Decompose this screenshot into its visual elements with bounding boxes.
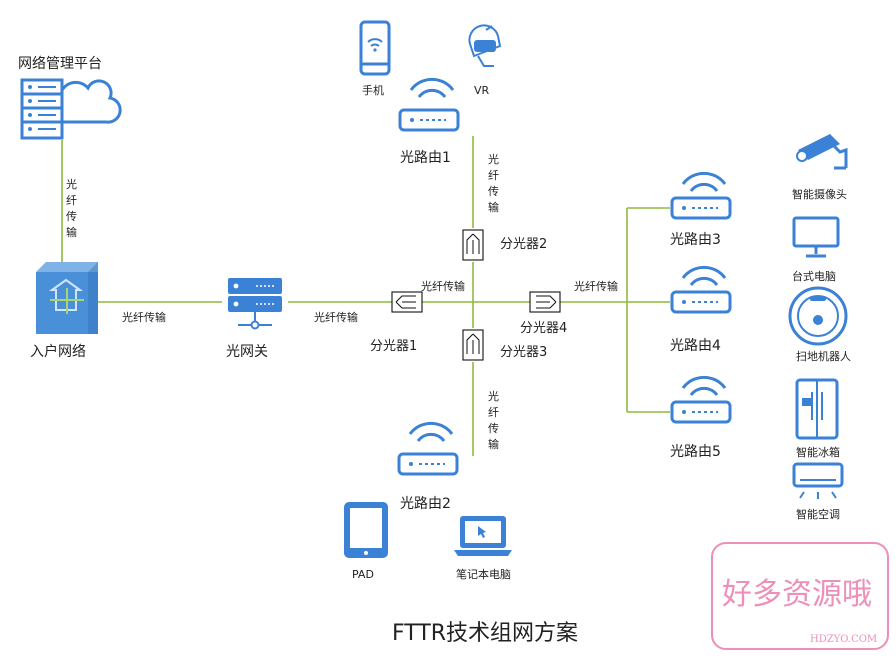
splitter3-label: 分光器3	[500, 345, 547, 360]
fiber-label-bottom-1: 光	[488, 389, 499, 403]
fiber-label-vertical-left-4: 输	[66, 225, 77, 239]
splitter4-icon	[529, 291, 561, 313]
fiber-label-vertical-left-3: 传	[66, 210, 77, 223]
desktop-label: 台式电脑	[792, 269, 836, 283]
robot-vacuum-icon	[788, 286, 848, 346]
fiber-label-bottom-4: 输	[488, 437, 499, 451]
watermark-text: 好多资源哦	[722, 577, 872, 612]
router4-label: 光路由4	[670, 338, 721, 354]
fiber-links	[61, 136, 670, 456]
router3-icon	[670, 171, 732, 220]
fiber-label-vertical-left-1: 光	[66, 177, 77, 191]
fiber-label-bottom-3: 传	[488, 422, 499, 435]
splitter3-icon	[462, 329, 484, 361]
splitter2-icon	[462, 229, 484, 261]
splitter2-label: 分光器2	[500, 237, 547, 252]
watermark-stamp: 好多资源哦 HDZYO.COM	[711, 542, 889, 650]
fiber-label-splitter4-bus: 光纤传输	[574, 279, 618, 293]
fiber-label-top-3: 传	[488, 185, 499, 198]
router5-label: 光路由5	[670, 444, 721, 460]
robot-vacuum-label: 扫地机器人	[796, 349, 851, 363]
fiber-label-entry-gateway: 光纤传输	[122, 310, 166, 324]
desktop-icon	[792, 216, 840, 258]
router3-label: 光路由3	[670, 232, 721, 248]
vr-headset-icon	[468, 24, 502, 67]
pad-icon	[344, 502, 388, 558]
fiber-label-top-4: 输	[488, 200, 499, 214]
fiber-label-bottom-2: 纤	[488, 406, 499, 419]
splitter1-label: 分光器1	[370, 339, 417, 354]
pad-label: PAD	[352, 568, 374, 581]
laptop-label: 笔记本电脑	[456, 567, 511, 581]
gateway-icon	[228, 278, 282, 330]
splitter1-icon	[391, 291, 423, 313]
platform-label: 网络管理平台	[18, 56, 102, 72]
entry-network-icon	[36, 262, 98, 334]
fiber-label-gateway-splitter: 光纤传输	[314, 310, 358, 324]
fridge-icon	[795, 378, 839, 440]
entry-network-label: 入户网络	[30, 343, 86, 360]
camera-label: 智能摄像头	[792, 187, 847, 201]
fridge-label: 智能冰箱	[796, 445, 840, 459]
air-conditioner-label: 智能空调	[796, 507, 840, 521]
camera-icon	[796, 134, 848, 170]
fiber-label-splitter1-splitter4: 光纤传输	[421, 279, 465, 293]
router1-icon	[398, 77, 460, 132]
laptop-icon	[454, 516, 512, 556]
phone-icon	[359, 20, 391, 76]
gateway-label: 光网关	[226, 344, 268, 360]
server-cloud-icon	[20, 78, 122, 140]
router5-icon	[670, 375, 732, 424]
watermark-domain: HDZYO.COM	[810, 634, 877, 645]
router2-icon	[397, 421, 459, 476]
router4-icon	[670, 265, 732, 314]
router1-label: 光路由1	[400, 150, 451, 166]
fiber-label-top-2: 纤	[488, 169, 499, 182]
air-conditioner-icon	[792, 462, 844, 499]
fiber-label-top-1: 光	[488, 152, 499, 166]
vr-label: VR	[474, 84, 490, 97]
router2-label: 光路由2	[400, 496, 451, 512]
fiber-label-vertical-left-2: 纤	[66, 194, 77, 207]
diagram-title: FTTR技术组网方案	[392, 621, 578, 646]
splitter4-label: 分光器4	[520, 321, 567, 336]
phone-label: 手机	[362, 83, 384, 97]
